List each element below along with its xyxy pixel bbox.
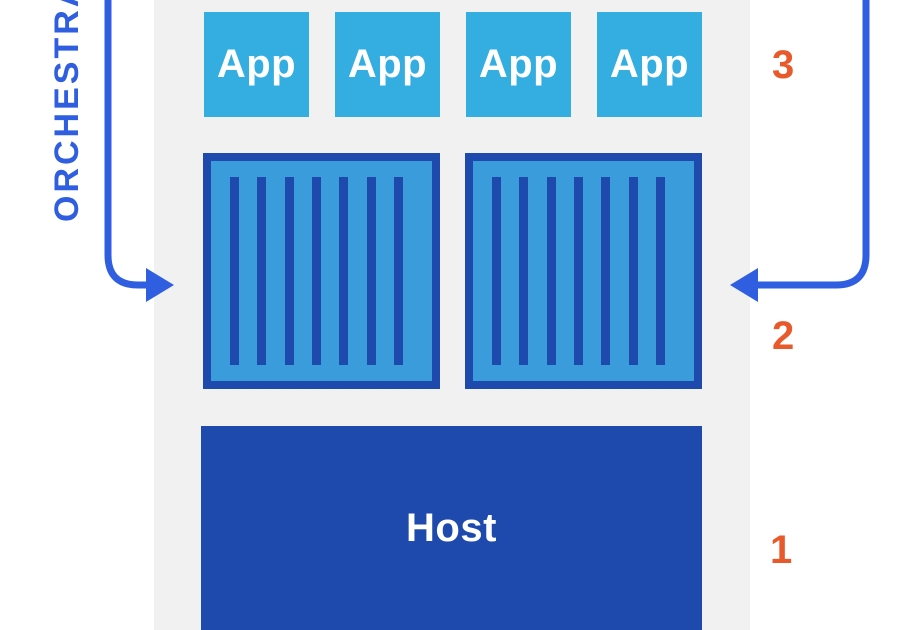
container-bar xyxy=(628,177,638,365)
container-bar xyxy=(573,177,583,365)
container-bar xyxy=(492,177,501,365)
app-box-4: App xyxy=(597,12,702,117)
container-bar xyxy=(655,177,665,365)
left-arrow-line xyxy=(104,0,152,289)
app-box-3: App xyxy=(466,12,571,117)
container-bar xyxy=(393,177,403,365)
host-box: Host xyxy=(201,426,702,630)
container-bar xyxy=(311,177,321,365)
layer-number-1: 1 xyxy=(770,528,793,572)
orchestration-label: ORCHESTRA xyxy=(48,0,86,222)
container-bar xyxy=(546,177,556,365)
container-bar xyxy=(601,177,611,365)
container-bar xyxy=(284,177,294,365)
container-2 xyxy=(465,153,702,389)
app-box-1: App xyxy=(204,12,309,117)
container-bar xyxy=(339,177,349,365)
container-bar xyxy=(257,177,267,365)
container-1-body xyxy=(211,161,432,381)
container-bar xyxy=(366,177,376,365)
container-bar xyxy=(519,177,529,365)
app-box-2: App xyxy=(335,12,440,117)
right-arrow-head xyxy=(730,268,758,302)
layer-number-2: 2 xyxy=(772,314,795,358)
layer-number-3: 3 xyxy=(772,43,795,87)
left-arrow-head xyxy=(146,268,174,302)
container-1 xyxy=(203,153,440,389)
container-2-body xyxy=(473,161,694,381)
right-arrow-line xyxy=(752,0,870,289)
container-bar xyxy=(230,177,239,365)
